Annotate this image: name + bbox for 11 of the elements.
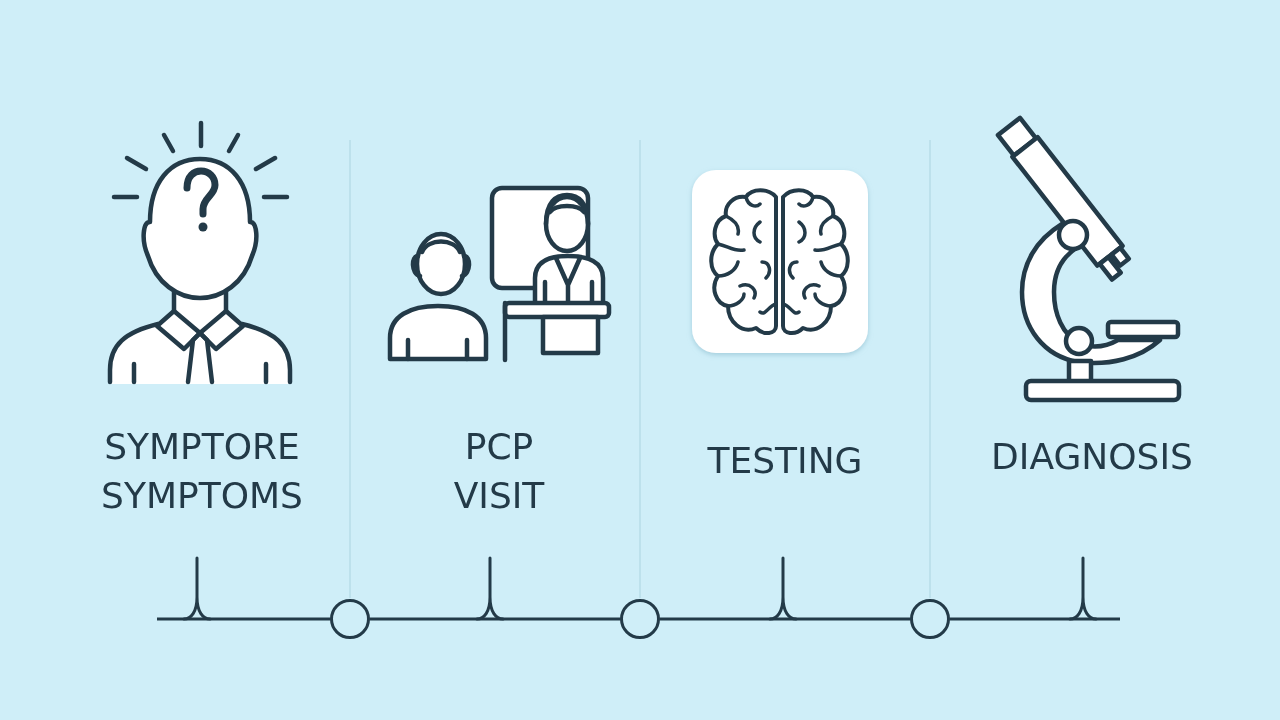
stage-label: SYMPTORE SYMPTOMS (100, 425, 304, 518)
timeline-line (659, 617, 911, 621)
stage-label: PCP VISIT (452, 425, 546, 518)
timeline-line (369, 617, 621, 621)
stage-label: DIAGNOSIS (990, 435, 1194, 479)
timeline-circle (910, 599, 950, 639)
timeline-line (157, 617, 331, 621)
timeline-circle (620, 599, 660, 639)
stage-label: TESTING (706, 439, 864, 483)
timeline-line (949, 617, 1120, 621)
timeline-circle (330, 599, 370, 639)
